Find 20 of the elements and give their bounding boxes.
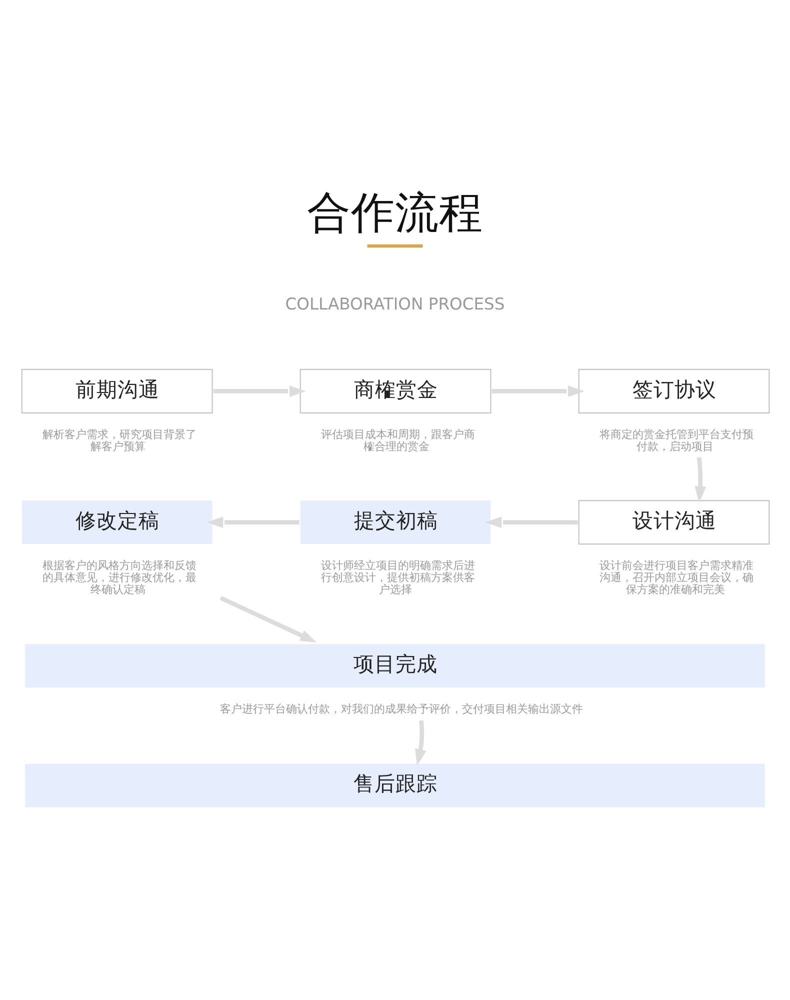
arrow	[220, 596, 317, 642]
arrow	[206, 516, 300, 528]
node-label: 将商定的赏金托管到平台支付预付款，启动项目	[600, 428, 754, 453]
node-label: 客户进行平台确认付款，对我们的成果给予评价，交付项目相关输出源文件	[220, 702, 583, 716]
node-label: 设计前会进行项目客户需求精准沟通，召开内部立项目会议，确保方案的准确和完美	[600, 559, 754, 596]
node-box: 提交初稿	[300, 500, 491, 544]
node-box: 售后跟踪	[25, 764, 765, 808]
node-label: 解析客户需求，研究项目背景了解客户预算	[42, 428, 197, 453]
node-box: 修改定稿	[22, 500, 212, 544]
node-box: 项目完成	[25, 644, 765, 688]
node-label: 根据客户的风格方向选择和反馈的具体意见，进行修改优化，最终确认定稿	[42, 559, 197, 596]
label: COLLABORATION PROCESS	[285, 294, 505, 314]
arrow	[694, 457, 706, 503]
arrow	[213, 385, 306, 397]
node-label: 设计师经立项目的明确需求后进行创意设计，提供初稿方案供客户选择	[321, 559, 476, 596]
arrow	[485, 516, 578, 528]
node-label: 评估项目成本和周期，跟客户商榷合理的赏金	[321, 428, 476, 453]
diagram-title: 合作流程	[307, 188, 483, 239]
arrow	[492, 385, 584, 397]
arrow	[415, 720, 426, 766]
